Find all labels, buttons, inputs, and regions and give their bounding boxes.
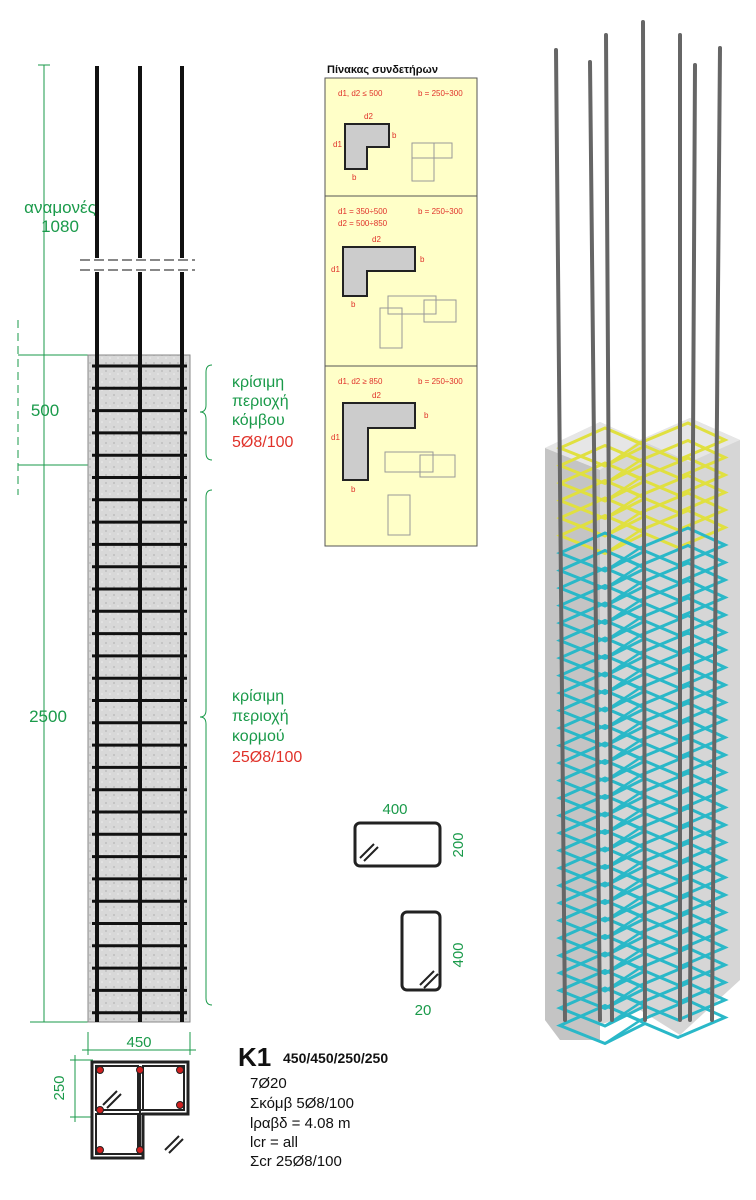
svg-text:400: 400 [450, 942, 467, 967]
svg-text:Σcr 25Ø8/100: Σcr 25Ø8/100 [250, 1153, 342, 1170]
svg-text:κρίσιμη: κρίσιμη [232, 688, 284, 705]
column-info: K1 450/450/250/250 7Ø20 Σκόμβ 5Ø8/100 lρ… [238, 1042, 388, 1170]
node-zone-brace [199, 364, 213, 461]
column-dims: 450/450/250/250 [283, 1050, 388, 1066]
svg-text:b = 250÷300: b = 250÷300 [418, 377, 463, 386]
svg-text:d1: d1 [331, 265, 340, 274]
stirrup-shape-horizontal: 400 200 [353, 801, 467, 868]
svg-text:κρίσιμη: κρίσιμη [232, 374, 284, 391]
svg-text:d2: d2 [372, 391, 381, 400]
svg-text:400: 400 [382, 801, 407, 818]
starter-label: αναμονές [24, 198, 96, 217]
svg-text:b: b [420, 255, 425, 264]
svg-text:d2 = 500÷850: d2 = 500÷850 [338, 219, 388, 228]
column-name: K1 [238, 1042, 271, 1072]
node-zone-label: κρίσιμη περιοχή κόμβου 5Ø8/100 [232, 374, 293, 451]
node-length: 500 [31, 401, 59, 420]
bar-3d [641, 20, 647, 1022]
svg-text:25Ø8/100: 25Ø8/100 [232, 749, 302, 766]
body-length: 2500 [29, 707, 67, 726]
3d-bars [554, 20, 722, 1022]
break-mark [80, 258, 195, 272]
table-title: Πίνακας συνδετήρων [327, 64, 438, 76]
svg-text:5Ø8/100: 5Ø8/100 [232, 434, 293, 451]
svg-text:d1 = 350÷500: d1 = 350÷500 [338, 207, 388, 216]
svg-text:περιοχή: περιοχή [232, 708, 289, 725]
svg-text:d1: d1 [333, 140, 342, 149]
body-zone-brace [199, 489, 213, 1006]
svg-text:κορμού: κορμού [232, 728, 285, 745]
svg-text:d2: d2 [372, 235, 381, 244]
column-3d-view [545, 20, 740, 1046]
cross-section: 450 250 [51, 1032, 196, 1160]
svg-text:20: 20 [415, 1002, 432, 1019]
svg-text:lcr = all: lcr = all [250, 1134, 298, 1151]
svg-text:d1: d1 [331, 433, 340, 442]
stirrup-table: d1, d2 ≤ 500 b = 250÷300 d1 = 350÷500 d2… [324, 77, 478, 547]
bar-3d [604, 33, 614, 1022]
svg-text:lραβδ = 4.08 m: lραβδ = 4.08 m [250, 1115, 350, 1132]
svg-text:b: b [351, 485, 356, 494]
svg-text:d1, d2 ≥ 850: d1, d2 ≥ 850 [338, 377, 383, 386]
svg-text:b: b [351, 300, 356, 309]
svg-text:d1, d2 ≤ 500: d1, d2 ≤ 500 [338, 89, 383, 98]
section-depth: 250 [51, 1075, 68, 1100]
svg-text:d2: d2 [364, 112, 373, 121]
section-width: 450 [126, 1034, 151, 1051]
longitudinal-bars [95, 66, 184, 1022]
bar-3d [710, 46, 722, 1022]
stirrup-shape-vertical: 400 20 [400, 910, 467, 1019]
svg-text:b: b [352, 173, 357, 182]
svg-text:b: b [424, 411, 429, 420]
bar-3d [688, 63, 697, 1022]
vertical-dimension-line [17, 64, 90, 1023]
bar-3d [554, 48, 567, 1022]
svg-text:περιοχή: περιοχή [232, 393, 289, 410]
svg-text:b = 250÷300: b = 250÷300 [418, 207, 463, 216]
svg-text:200: 200 [450, 832, 467, 857]
svg-text:Σκόμβ 5Ø8/100: Σκόμβ 5Ø8/100 [250, 1095, 354, 1112]
svg-text:7Ø20: 7Ø20 [250, 1075, 287, 1092]
starter-length: 1080 [41, 217, 79, 236]
svg-text:b: b [392, 131, 397, 140]
svg-text:b = 250÷300: b = 250÷300 [418, 89, 463, 98]
svg-text:κόμβου: κόμβου [232, 412, 285, 429]
bar-3d [588, 60, 602, 1022]
body-zone-label: κρίσιμη περιοχή κορμού 25Ø8/100 [232, 688, 302, 766]
